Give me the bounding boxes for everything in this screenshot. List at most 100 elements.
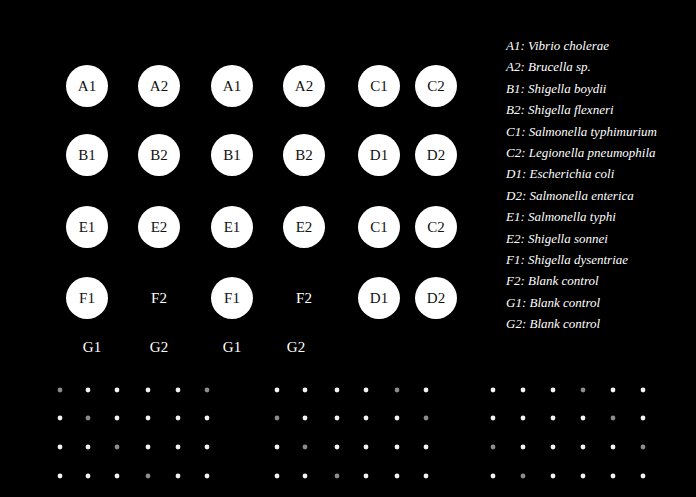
blot-dot: [335, 416, 340, 421]
spot-circle: C1: [358, 65, 400, 107]
spot-circle: B2: [283, 134, 325, 176]
blot-dot: [395, 474, 400, 479]
blot-dot: [303, 474, 308, 479]
blot-dot: [364, 474, 369, 479]
spot-label: G2: [287, 339, 305, 356]
legend-text: A1: Vibrio cholerae: [506, 38, 609, 54]
blot-dot: [551, 474, 556, 479]
spot-label: G1: [223, 339, 241, 356]
legend-text: F1: Shigella dysentriae: [506, 252, 628, 268]
spot-label: E2: [296, 219, 313, 236]
blot-dot: [424, 445, 429, 450]
spot-label: F2: [296, 290, 312, 307]
blot-dot: [521, 474, 526, 479]
spot-label: A2: [295, 78, 313, 95]
blot-dot: [176, 388, 181, 393]
legend-text: A2: Brucella sp.: [506, 59, 591, 75]
blot-dot: [641, 474, 646, 479]
legend-text: B1: Shigella boydii: [506, 81, 606, 97]
blot-dot: [521, 416, 526, 421]
blot-dot: [146, 445, 151, 450]
spot-circle: D1: [358, 277, 400, 319]
blot-dot: [335, 445, 340, 450]
spot-circle: A1: [66, 65, 108, 107]
spot-label: G1: [83, 339, 101, 356]
blot-dot: [335, 474, 340, 479]
blot-dot: [115, 445, 120, 450]
legend-text: G2: Blank control: [506, 316, 600, 332]
spot-circle: D2: [415, 134, 457, 176]
blot-dot: [205, 416, 210, 421]
blot-dot: [551, 388, 556, 393]
blot-dot: [611, 388, 616, 393]
blot-dot: [581, 445, 586, 450]
blot-dot: [58, 388, 63, 393]
blot-dot: [86, 474, 91, 479]
blot-dot: [303, 388, 308, 393]
blot-dot: [395, 388, 400, 393]
blot-dot: [395, 445, 400, 450]
blot-dot: [303, 445, 308, 450]
blot-dot: [335, 388, 340, 393]
blot-dot: [146, 416, 151, 421]
spot-label: C2: [427, 78, 445, 95]
spot-label: E2: [151, 219, 168, 236]
blot-dot: [275, 416, 280, 421]
blot-dot: [521, 388, 526, 393]
spot-circle: A2: [138, 65, 180, 107]
spot-circle: E2: [283, 206, 325, 248]
blot-dot: [551, 416, 556, 421]
spot-circle: C2: [415, 65, 457, 107]
blot-dot: [176, 474, 181, 479]
spot-label: A1: [223, 78, 241, 95]
blot-dot: [581, 416, 586, 421]
blot-dot: [86, 445, 91, 450]
blot-dot: [275, 388, 280, 393]
spot-label: E1: [224, 219, 241, 236]
blot-dot: [58, 474, 63, 479]
blot-dot: [205, 388, 210, 393]
blot-dot: [58, 445, 63, 450]
blot-dot: [364, 416, 369, 421]
spot-label: D1: [370, 147, 388, 164]
spot-circle: D2: [415, 277, 457, 319]
blot-dot: [115, 388, 120, 393]
spot-label: G2: [150, 339, 168, 356]
spot-label: D2: [427, 290, 445, 307]
spot-label: B1: [78, 147, 96, 164]
blot-dot: [58, 416, 63, 421]
blot-dot: [115, 474, 120, 479]
blot-dot: [275, 445, 280, 450]
spot-circle: E1: [66, 206, 108, 248]
blot-dot: [581, 474, 586, 479]
blot-dot: [395, 416, 400, 421]
spot-circle: F1: [211, 277, 253, 319]
spot-circle: A2: [283, 65, 325, 107]
legend-text: C2: Legionella pneumophila: [506, 145, 656, 161]
spot-label: F1: [224, 290, 240, 307]
legend-text: E2: Shigella sonnei: [506, 231, 608, 247]
spot-label: C2: [427, 219, 445, 236]
spot-label: D2: [427, 147, 445, 164]
spot-label: C1: [370, 78, 388, 95]
spot-label: A2: [150, 78, 168, 95]
blot-dot: [364, 388, 369, 393]
spot-label: F2: [151, 290, 167, 307]
blot-dot: [641, 416, 646, 421]
spot-circle: C1: [358, 206, 400, 248]
spot-circle: C2: [415, 206, 457, 248]
blot-dot: [146, 474, 151, 479]
blot-dot: [275, 474, 280, 479]
blot-dot: [205, 445, 210, 450]
spot-circle: E1: [211, 206, 253, 248]
spot-circle: B2: [138, 134, 180, 176]
blot-dot: [521, 445, 526, 450]
blot-dot: [424, 416, 429, 421]
spot-circle: B1: [211, 134, 253, 176]
blot-dot: [146, 388, 151, 393]
legend-text: F2: Blank control: [506, 273, 599, 289]
blot-dot: [115, 416, 120, 421]
spot-label: E1: [79, 219, 96, 236]
blot-dot: [491, 445, 496, 450]
blot-dot: [611, 474, 616, 479]
